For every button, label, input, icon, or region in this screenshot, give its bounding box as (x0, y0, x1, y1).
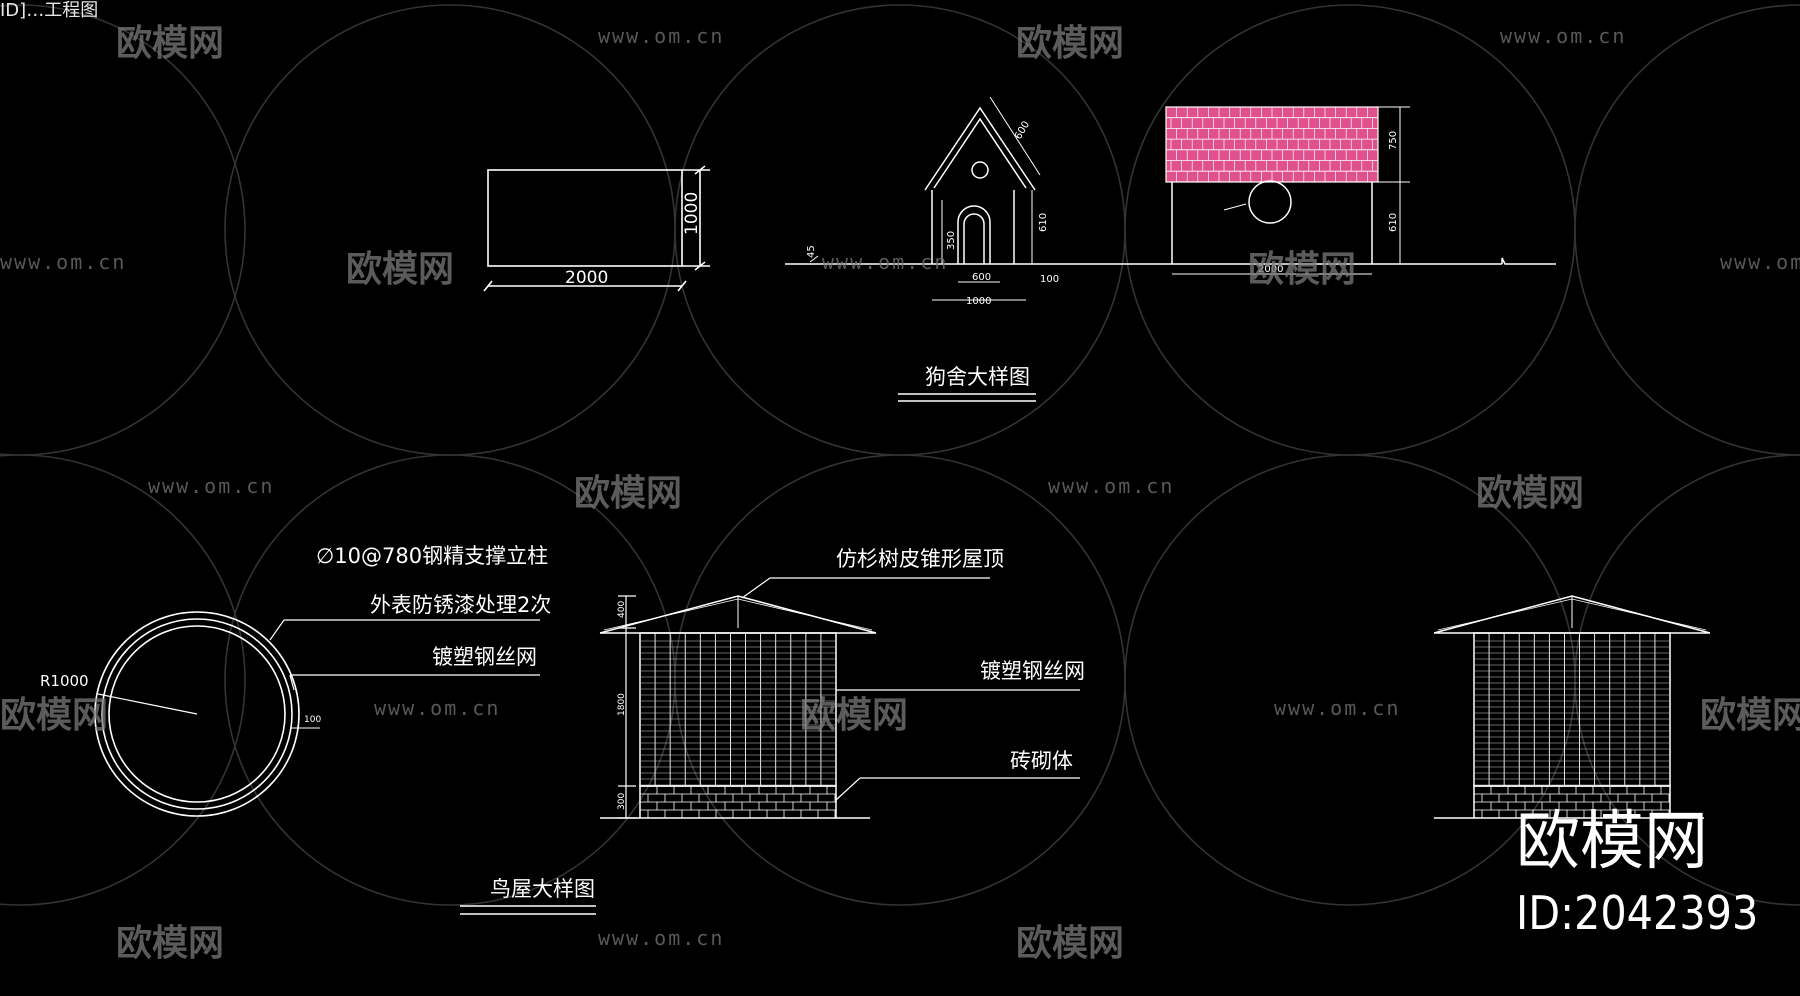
inner-ring (108, 625, 286, 803)
watermark-ring (1574, 4, 1800, 456)
radius-line (97, 693, 198, 715)
watermark-url: www.om.cn (1274, 696, 1401, 720)
watermark-url: www.om.cn (0, 250, 127, 274)
watermark-ring (1124, 4, 1576, 456)
mesh-wall (1473, 632, 1671, 787)
watermark-ring (0, 4, 246, 456)
middle-ring (101, 618, 293, 810)
watermark-logo: 欧模网 (0, 695, 109, 736)
dim-side: 100 (1040, 274, 1059, 285)
bird-house-plan: R1000 100 ∅10@780钢精支撑立柱 外表防锈漆处理2次 镀塑钢丝网 (40, 544, 551, 817)
side-wall-height: 610 (1388, 213, 1399, 232)
dim-door-width: 600 (972, 272, 991, 283)
dog-house-front-elevation: 600 610 350 100 600 1000 45 狗舍大样图 (785, 96, 1090, 402)
watermark-logo: 欧模网 (116, 23, 225, 64)
dog-house-title: 狗舍大样图 (925, 365, 1030, 389)
side-vent-circle (1248, 180, 1292, 224)
watermark-logo: 欧模网 (1248, 249, 1357, 290)
watermark-url: www.om.cn (148, 474, 275, 498)
watermark-ring (674, 4, 1126, 456)
bird-house-elevation-2 (1433, 595, 1711, 819)
roof-tile-grid (1165, 106, 1378, 182)
side-length: 2000 (1258, 264, 1283, 275)
watermark-url: www.om.cn (822, 250, 949, 274)
mesh-annotation-elev: 镀塑钢丝网 (980, 659, 1085, 683)
watermark-logo: 欧模网 (1700, 695, 1800, 736)
watermark-logo: 欧模网 (1016, 923, 1125, 964)
masonry-annotation: 砖砌体 (1010, 749, 1073, 773)
watermark-logo: 欧模网 (1016, 23, 1125, 64)
watermark-logo: 欧模网 (800, 695, 909, 736)
tile-roof (1165, 106, 1379, 183)
vent-circle (971, 161, 989, 179)
dim-wall-height: 610 (1038, 213, 1049, 232)
watermark-logo: 欧模网 (346, 249, 455, 290)
column-annotation: ∅10@780钢精支撑立柱 (316, 544, 548, 568)
dim-door-height: 350 (946, 231, 957, 250)
watermark-url: www.om.cn (1048, 474, 1175, 498)
drawing-tab-fragment: ID]…工程图 (0, 0, 99, 21)
mesh-annotation-plan: 镀塑钢丝网 (432, 645, 537, 669)
watermark-url: www.om.cn (598, 24, 725, 48)
watermark-ring (0, 454, 246, 906)
bird-house-elevation-1-annotations: 400 1800 300 仿杉树皮锥形屋顶 镀塑钢丝网 砖砌体 鸟屋大样图 (460, 547, 1085, 915)
watermark-url: www.om.cn (1720, 250, 1800, 274)
roof-annotation: 仿杉树皮锥形屋顶 (836, 547, 1004, 571)
elev-dim-top: 400 (617, 601, 627, 618)
watermark-logo: 欧模网 (574, 473, 683, 514)
door-arch (957, 205, 991, 264)
gable-roof (924, 106, 1036, 191)
bird-house-title: 鸟屋大样图 (490, 877, 595, 901)
bird-house-elevation-1 (599, 595, 877, 819)
dim-roof-slope: 600 (1013, 119, 1032, 141)
offset-label: 100 (304, 715, 321, 725)
watermark-circles (0, 4, 1800, 906)
radius-label: R1000 (40, 672, 89, 690)
elev-dim-mid: 1800 (617, 693, 627, 716)
outer-ring (94, 611, 300, 817)
brand-logo-text: 欧模网 (1516, 805, 1708, 879)
side-roof-height: 750 (1388, 131, 1399, 150)
watermark-url: www.om.cn (374, 696, 501, 720)
coating-annotation: 外表防锈漆处理2次 (370, 593, 551, 617)
dog-house-side-elevation: 750 610 2000 (1090, 106, 1556, 275)
plan-height-label: 1000 (682, 192, 702, 235)
watermark-url: www.om.cn (598, 926, 725, 950)
brand-id: ID:2042393 (1516, 886, 1759, 940)
dim-ground: 45 (806, 245, 817, 258)
watermark-ring (1574, 454, 1800, 906)
watermark-ring (224, 4, 676, 456)
plan-width-label: 2000 (565, 268, 608, 288)
watermark-ring (1124, 454, 1576, 906)
watermark-logo: 欧模网 (116, 923, 225, 964)
watermark-logo: 欧模网 (1476, 473, 1585, 514)
plan-rectangle (487, 169, 683, 267)
watermark-url: www.om.cn (1500, 24, 1627, 48)
dim-total-width: 1000 (966, 296, 991, 307)
dog-house-plan: 2000 1000 (483, 165, 710, 292)
elev-dim-bottom: 300 (617, 793, 627, 810)
